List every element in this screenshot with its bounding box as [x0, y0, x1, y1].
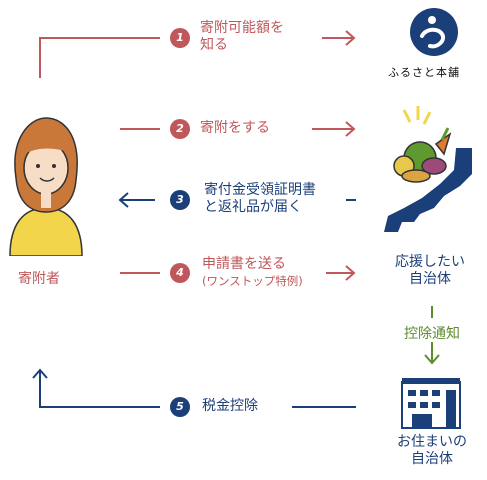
japan-map-produce-icon [374, 104, 486, 248]
furusato-honpo-logo-icon [408, 6, 460, 62]
donor-woman-icon [0, 108, 92, 260]
residence-label-line1: お住まいの [397, 434, 467, 450]
step1-label-line1: 寄附可能額を [200, 20, 284, 36]
step1-label: 寄附可能額を 知る [200, 20, 284, 54]
city-hall-building-icon [398, 376, 470, 434]
step3-label: 寄付金受領証明書 と返礼品が届く [204, 182, 316, 216]
step2-arrowhead [345, 121, 356, 137]
step4-arrowhead [345, 265, 356, 281]
step1-badge: 1 [170, 28, 190, 48]
step3-label-line2: と返礼品が届く [204, 199, 302, 215]
step5-badge: 5 [170, 397, 190, 417]
step3-arrowhead [118, 192, 129, 208]
deduction-notice-label: 控除通知 [404, 326, 460, 342]
step1-arrowhead [345, 30, 356, 46]
step3-badge: 3 [170, 190, 190, 210]
municipality-label: 応援したい 自治体 [395, 254, 465, 288]
donor-label: 寄附者 [18, 271, 60, 287]
step2-label: 寄附をする [200, 120, 270, 136]
step1-label-line2: 知る [200, 37, 228, 53]
step4-label-line2: (ワンストップ特例) [202, 274, 303, 288]
step1-connector [39, 37, 160, 78]
step4-label-line1: 申請書を送る [202, 256, 286, 272]
step5-arrowhead [32, 368, 48, 379]
step5-connector [39, 370, 160, 408]
municipality-label-line1: 応援したい [395, 254, 465, 270]
logo-name: ふるさと本舗 [388, 66, 460, 79]
notice-arrowhead [424, 354, 440, 365]
residence-label-line2: 自治体 [411, 451, 453, 467]
municipality-label-line2: 自治体 [409, 271, 451, 287]
step2-badge: 2 [170, 119, 190, 139]
step4-badge: 4 [170, 263, 190, 283]
step3-label-line1: 寄付金受領証明書 [204, 182, 316, 198]
step4-label: 申請書を送る (ワンストップ特例) [202, 256, 303, 290]
residence-label: お住まいの 自治体 [397, 434, 467, 468]
step5-label: 税金控除 [202, 398, 258, 414]
